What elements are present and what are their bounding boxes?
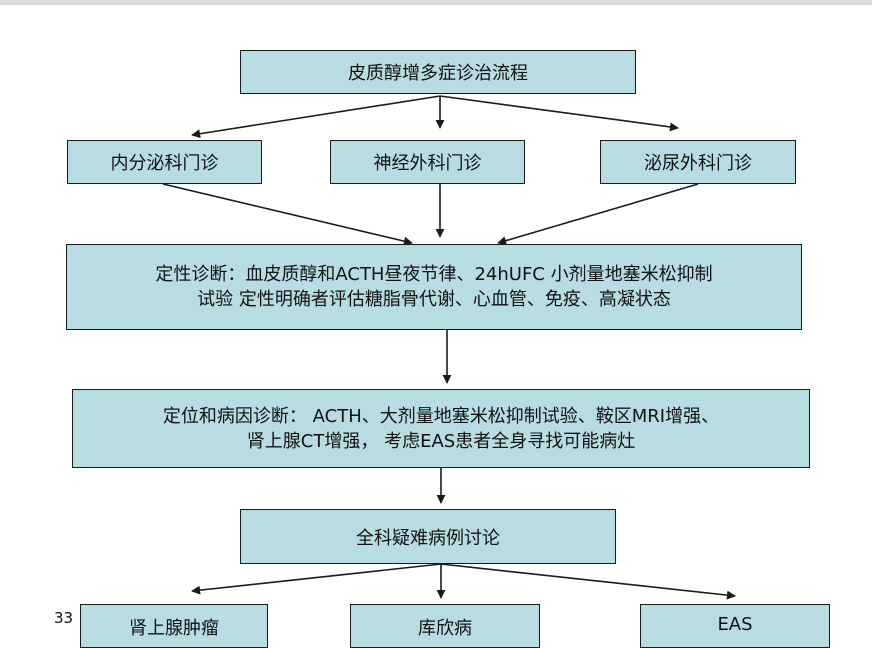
page-number: 33 [54, 609, 74, 627]
arrow-endocrine-to-qualitative [162, 183, 413, 246]
top-strip [0, 0, 872, 5]
clinic-box-endocrine: 内分泌科门诊 [67, 140, 262, 184]
clinic-label-endocrine: 内分泌科门诊 [110, 153, 219, 174]
arrow-discussion-to-eas [440, 563, 736, 600]
outcome-box-eas: EAS [640, 604, 830, 648]
outcome-box-cushing-disease: 库欣病 [350, 604, 540, 648]
localization-diagnosis-line-1: 定位和病因诊断： ACTH、大剂量地塞米松抑制试验、鞍区MRI增强、 [162, 405, 720, 427]
title-box-label: 皮质醇增多症诊治流程 [348, 63, 528, 84]
clinic-label-urology: 泌尿外科门诊 [644, 153, 752, 174]
arrow-discussion-to-adrenal [191, 563, 442, 595]
outcome-label-adrenal-tumor: 肾上腺肿瘤 [129, 618, 219, 639]
qualitative-diagnosis-line-1: 定性诊断：血皮质醇和ACTH昼夜节律、24hUFC 小剂量地塞米松抑制 [155, 264, 713, 285]
outcome-label-cushing-disease: 库欣病 [418, 618, 472, 639]
localization-diagnosis-line-2: 肾上腺CT增强， 考虑EAS患者全身寻找可能病灶 [246, 430, 636, 452]
discussion-box-label: 全科疑难病例讨论 [356, 527, 500, 549]
flow-arrows [162, 95, 736, 600]
qualitative-diagnosis-line-2: 试验 定性明确者评估糖脂骨代谢、心血管、免疫、高凝状态 [197, 289, 671, 310]
outcome-box-adrenal-tumor: 肾上腺肿瘤 [80, 604, 268, 648]
arrow-urology-to-qualitative [497, 183, 699, 246]
clinic-box-urology: 泌尿外科门诊 [600, 140, 796, 184]
discussion-box: 全科疑难病例讨论 [240, 509, 616, 564]
qualitative-diagnosis-box: 定性诊断：血皮质醇和ACTH昼夜节律、24hUFC 小剂量地塞米松抑制 试验 定… [66, 244, 802, 330]
arrow-title-to-urology [439, 95, 679, 132]
arrow-title-to-endocrine [191, 95, 441, 139]
clinic-label-neurosurgery: 神经外科门诊 [373, 153, 482, 174]
localization-diagnosis-box: 定位和病因诊断： ACTH、大剂量地塞米松抑制试验、鞍区MRI增强、 肾上腺CT… [72, 389, 810, 468]
clinic-box-neurosurgery: 神经外科门诊 [330, 140, 525, 184]
title-box: 皮质醇增多症诊治流程 [240, 50, 636, 94]
